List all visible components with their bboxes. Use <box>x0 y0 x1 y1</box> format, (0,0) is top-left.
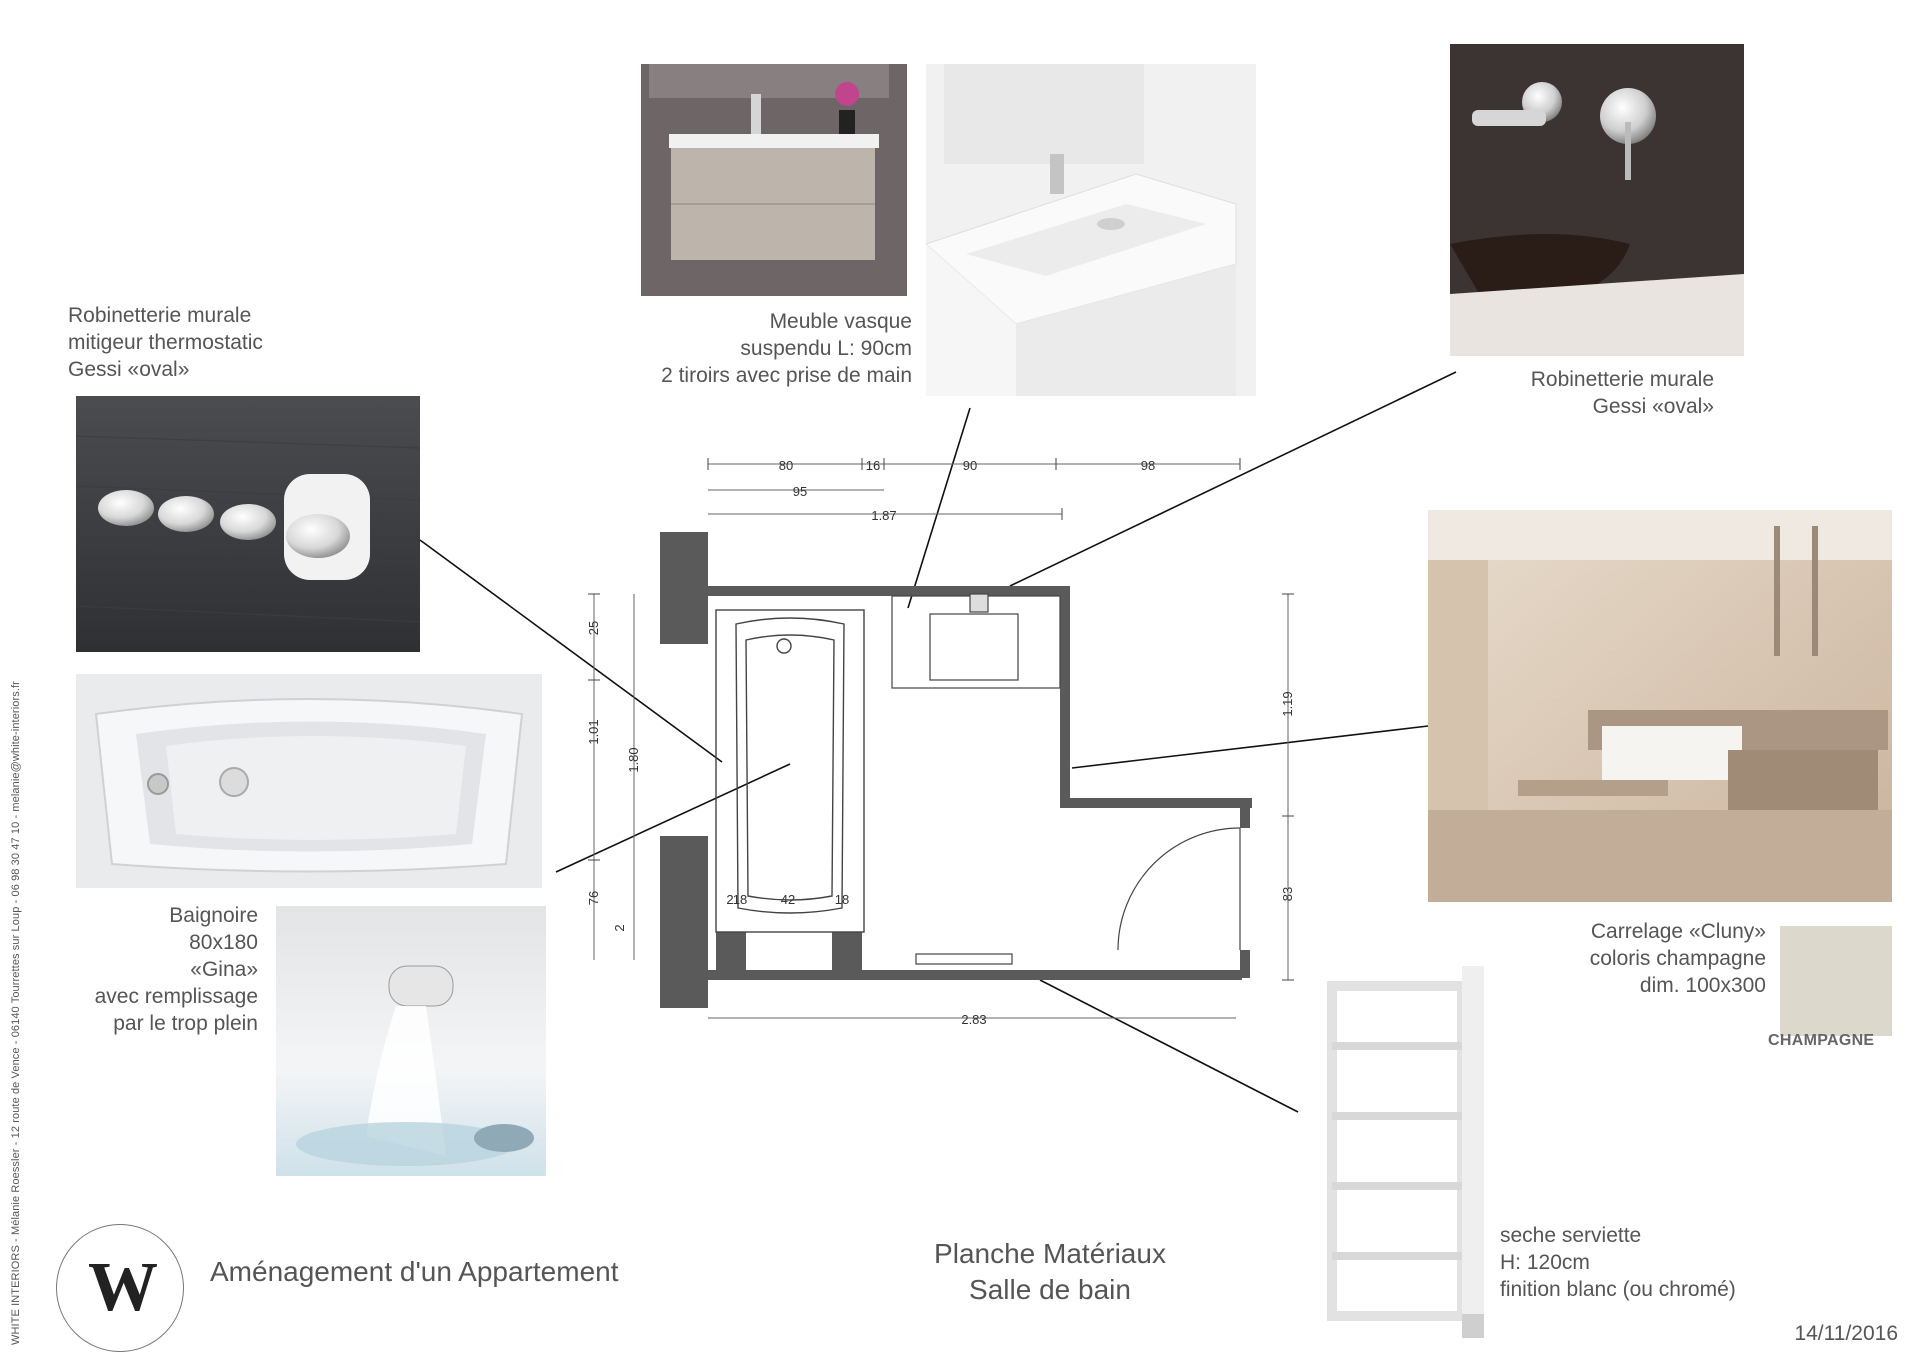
leader-vanity <box>907 407 971 609</box>
board-title-line2: Salle de bain <box>969 1274 1131 1305</box>
plan-walls <box>660 532 1252 1008</box>
dim-right-119: 1.19 <box>1280 691 1295 716</box>
label-line: H: 120cm <box>1500 1251 1590 1274</box>
leader-bathtub <box>555 763 791 873</box>
board-title: Planche Matériaux Salle de bain <box>900 1236 1200 1308</box>
plan-bathtub <box>715 609 865 933</box>
dim-bottom: 2.83 <box>961 1012 986 1027</box>
dim-left-76: 76 <box>586 891 601 905</box>
photo-thermostatic-mixer <box>76 396 420 652</box>
dim-bath-42: 42 <box>781 892 795 907</box>
swatch-label: CHAMPAGNE <box>1768 1032 1875 1049</box>
dimension-labels-vertical: 25 1.01 1.80 76 2 1.19 83 <box>586 621 1295 932</box>
dim-bath-18b: 18 <box>835 892 849 907</box>
dim-bath-2: 2 <box>726 892 733 907</box>
photo-shower-room <box>1428 510 1892 902</box>
label-line: coloris champagne <box>1589 947 1766 970</box>
photo-bathtub <box>76 674 542 888</box>
logo: W <box>56 1224 184 1352</box>
leader-shower <box>1071 725 1429 769</box>
label-line: 2 tiroirs avec prise de main <box>661 364 912 387</box>
dim-187: 1.87 <box>871 508 896 523</box>
label-tile: Carrelage «Cluny» coloris champagne dim.… <box>1500 918 1766 999</box>
tile-swatch-champagne <box>1780 926 1892 1036</box>
plan-door <box>915 827 1241 965</box>
dim-left-25: 25 <box>586 621 601 635</box>
label-line: Gessi «oval» <box>68 358 190 381</box>
date-label: 14/11/2016 <box>1794 1322 1898 1345</box>
dim-left-101: 1.01 <box>586 719 601 744</box>
leader-wall-tap <box>1009 371 1457 587</box>
photo-vanity-closeup <box>926 64 1256 396</box>
label-line: Robinetterie murale <box>1530 368 1714 391</box>
dim-top-90: 90 <box>963 458 977 473</box>
label-towel-radiator: seche serviette H: 120cm finition blanc … <box>1500 1222 1736 1303</box>
company-sidebar-text: WHITE INTERIORS - Mélanie Roessler - 12 … <box>10 681 22 1345</box>
dim-left-2: 2 <box>612 924 627 931</box>
dim-top-16: 16 <box>866 458 880 473</box>
label-line: dim. 100x300 <box>1639 974 1766 997</box>
photo-bath-filler <box>276 906 546 1176</box>
label-line: 80x180 <box>189 931 258 954</box>
dim-top-80: 80 <box>779 458 793 473</box>
logo-letters: W <box>88 1249 158 1326</box>
photo-towel-radiator <box>1312 946 1500 1350</box>
label-line: Gessi «oval» <box>1592 395 1714 418</box>
label-line: finition blanc (ou chromé) <box>1500 1278 1736 1301</box>
label-line: Robinetterie murale <box>68 304 252 327</box>
board-title-line1: Planche Matériaux <box>934 1238 1166 1269</box>
label-vanity: Meuble vasque suspendu L: 90cm 2 tiroirs… <box>560 308 912 389</box>
label-wall-tap: Robinetterie murale Gessi «oval» <box>1440 366 1714 420</box>
label-line: Baignoire <box>169 904 258 927</box>
label-line: avec remplissage <box>94 985 258 1008</box>
photo-wall-tap <box>1450 44 1744 356</box>
photo-vanity-unit <box>641 64 907 296</box>
project-title: Aménagement d'un Appartement <box>210 1256 619 1287</box>
label-line: par le trop plein <box>113 1012 258 1035</box>
dim-95: 95 <box>793 484 807 499</box>
dim-right-83: 83 <box>1280 887 1295 901</box>
dimension-labels: 80 16 90 98 95 1.87 2.83 2 18 42 18 <box>726 458 1155 1027</box>
label-line: Meuble vasque <box>769 310 912 333</box>
plan-vanity <box>891 593 1061 689</box>
leader-towel <box>1039 979 1299 1113</box>
label-line: Carrelage «Cluny» <box>1590 920 1766 943</box>
dim-top-98: 98 <box>1141 458 1155 473</box>
label-thermostatic: Robinetterie murale mitigeur thermostati… <box>68 302 263 383</box>
label-line: mitigeur thermostatic <box>68 331 263 354</box>
dim-left-180: 1.80 <box>626 747 641 772</box>
label-line: «Gina» <box>190 958 258 981</box>
label-bathtub: Baignoire 80x180 «Gina» avec remplissage… <box>40 902 258 1037</box>
label-line: suspendu L: 90cm <box>740 337 912 360</box>
leader-lines <box>419 371 1457 1113</box>
dim-bath-18a: 18 <box>733 892 747 907</box>
label-line: seche serviette <box>1500 1224 1642 1247</box>
dimension-lines <box>588 458 1294 1019</box>
